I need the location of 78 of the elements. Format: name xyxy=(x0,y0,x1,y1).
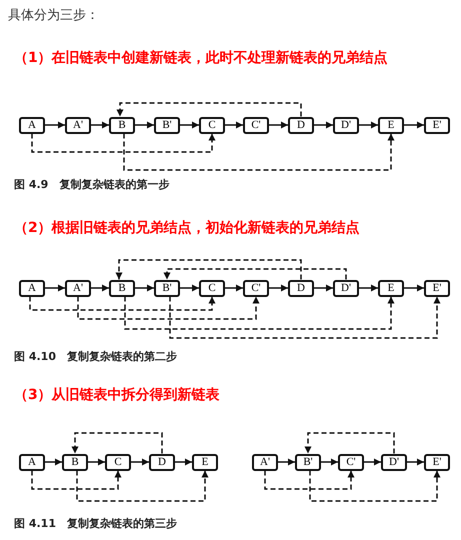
arrow xyxy=(225,284,243,292)
arrow xyxy=(314,122,333,128)
arrow xyxy=(321,458,338,466)
arrow xyxy=(175,458,192,466)
arrow xyxy=(278,458,295,466)
list-node-box: C xyxy=(199,116,225,134)
list-node-box: B xyxy=(109,116,135,134)
list-node-box: B xyxy=(109,280,135,296)
list-node-box: A xyxy=(19,280,45,296)
arrow xyxy=(169,296,440,339)
arrow xyxy=(88,458,105,466)
list-node-box: E xyxy=(378,116,404,134)
arrow xyxy=(45,122,65,128)
list-node-box: E' xyxy=(424,116,450,134)
list-node-box: B' xyxy=(154,280,180,296)
arrow xyxy=(45,284,65,292)
list-node-box: D xyxy=(288,280,314,296)
list-node-box: C xyxy=(105,454,131,470)
arrow xyxy=(264,470,354,490)
list-node-box: D' xyxy=(333,116,359,134)
arrow xyxy=(29,296,216,311)
arrow xyxy=(359,284,378,292)
step-heading: （3）从旧链表中拆分得到新链表 xyxy=(14,386,220,404)
list-node-box: C' xyxy=(338,454,364,470)
list-node-box: B' xyxy=(154,116,180,134)
list-node-box: E xyxy=(378,280,404,296)
list-node-box: A xyxy=(19,116,45,134)
arrow xyxy=(131,458,149,466)
list-node-box: D xyxy=(288,116,314,134)
arrow xyxy=(31,470,122,490)
list-node-box: C' xyxy=(243,116,269,134)
arrow xyxy=(180,284,199,292)
arrow xyxy=(135,284,154,292)
list-node-box: E' xyxy=(424,454,450,470)
list-node-box: E' xyxy=(424,280,450,296)
arrow xyxy=(77,296,260,320)
arrow xyxy=(164,268,347,280)
figure-caption: 图 4.10 复制复杂链表的第二步 xyxy=(14,349,177,364)
arrow xyxy=(116,102,302,116)
arrow xyxy=(91,122,109,128)
arrow xyxy=(135,122,154,128)
list-node-box: A' xyxy=(252,454,278,470)
arrow xyxy=(364,458,381,466)
arrow xyxy=(76,470,208,502)
list-node-box: B xyxy=(62,454,88,470)
arrow xyxy=(124,296,394,330)
arrow xyxy=(304,432,395,454)
arrow xyxy=(407,458,424,466)
arrow xyxy=(123,134,394,171)
list-node-box: E xyxy=(192,454,218,470)
arrow xyxy=(45,458,62,466)
list-node-box: A' xyxy=(65,116,91,134)
list-node-box: A xyxy=(19,454,45,470)
arrow xyxy=(359,122,378,128)
arrow xyxy=(72,432,163,454)
list-node-box: C xyxy=(199,280,225,296)
arrow xyxy=(31,134,216,153)
list-node-box: C' xyxy=(243,280,269,296)
list-node-box: A' xyxy=(65,280,91,296)
list-node-box: B' xyxy=(295,454,321,470)
arrow xyxy=(404,284,424,292)
step-heading: （2）根据旧链表的兄弟结点，初始化新链表的兄弟结点 xyxy=(14,219,360,237)
arrow xyxy=(91,284,109,292)
arrow xyxy=(404,122,424,128)
arrow xyxy=(225,122,243,128)
step-heading: （1）在旧链表中创建新链表，此时不处理新链表的兄弟结点 xyxy=(14,49,388,67)
figure-caption: 图 4.11 复制复杂链表的第三步 xyxy=(14,516,177,531)
arrow xyxy=(309,470,440,502)
arrow xyxy=(269,122,288,128)
arrow xyxy=(314,284,333,292)
arrow xyxy=(180,122,199,128)
figure-caption: 图 4.9 复制复杂链表的第一步 xyxy=(14,177,170,192)
list-node-box: D' xyxy=(333,280,359,296)
list-node-box: D' xyxy=(381,454,407,470)
list-node-box: D xyxy=(149,454,175,470)
intro-text: 具体分为三步： xyxy=(8,7,99,24)
arrow xyxy=(269,284,288,292)
arrow xyxy=(116,259,302,280)
